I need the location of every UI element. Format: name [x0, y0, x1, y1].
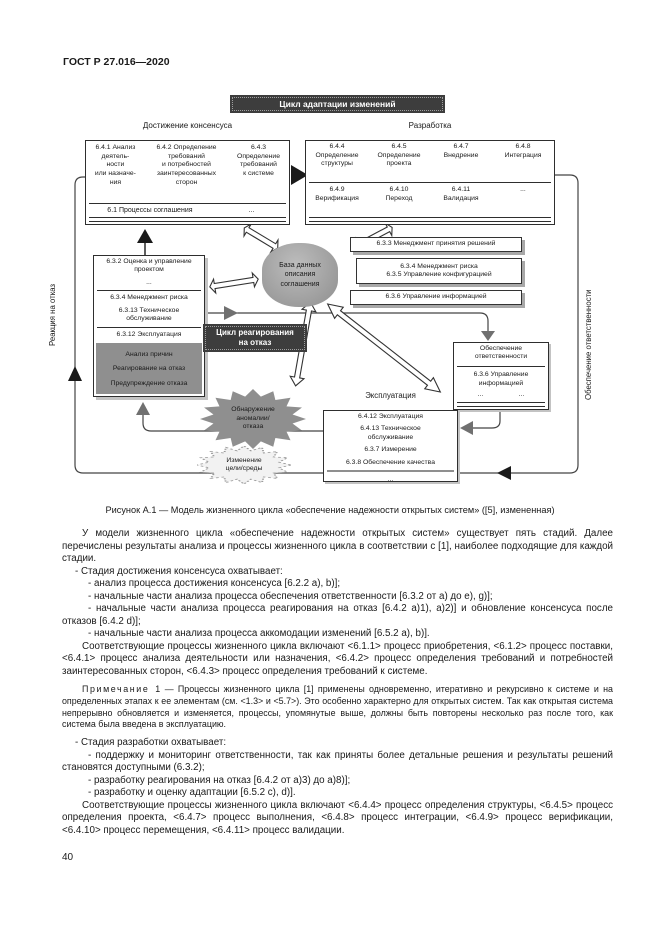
list-item: - разработку реагирования на отказ [6.4.…: [88, 774, 351, 786]
ellipsis: ...: [518, 391, 525, 399]
failure-reaction-axis-label: Реакция на отказ: [48, 283, 57, 347]
divider: [327, 470, 454, 473]
up-arrow-icon: [136, 402, 150, 415]
burst-label: Обнаружение аномалии/ отказа: [231, 406, 275, 431]
operation-stage-label: Эксплуатация: [365, 391, 416, 400]
agreement-database-blob: База данных описания соглашения: [262, 243, 338, 307]
list-item: - начальные части анализа процесса акком…: [88, 628, 430, 639]
figure-caption: Рисунок А.1 — Модель жизненного цикла «о…: [105, 505, 555, 515]
mgmt-box-risk-config: 6.3.4 Менеджмент риска 6.3.5 Управление …: [356, 258, 522, 284]
change-burst: Изменение цели/среды: [197, 446, 291, 484]
accountability-axis-label: Обеспечение ответственности: [584, 289, 593, 401]
process-cell: 6.3.13 Техническое обслуживание: [118, 306, 180, 323]
operation-box: 6.4.12 Эксплуатация 6.4.13 Техническое о…: [323, 410, 458, 483]
right-arrow-icon: [291, 165, 308, 185]
process-cell: 6.3.4 Менеджмент риска: [110, 294, 188, 302]
ellipsis: ...: [146, 278, 152, 286]
note-label: Примечание 1: [82, 684, 162, 694]
lifecycle-diagram: Цикл адаптации изменений Достижение конс…: [40, 90, 625, 495]
starburst-icon: [200, 389, 306, 449]
consensus-box: 6.4.1 Анализ деятель- ности или назначе-…: [85, 140, 290, 225]
failure-detection-burst: Обнаружение аномалии/ отказа: [200, 389, 306, 449]
process-cell: 6.4.1 Анализ деятель- ности или назначе-…: [94, 144, 136, 186]
process-cell: 6.4.5 Определение проекта: [377, 143, 421, 168]
development-box: 6.4.4 Определение структуры 6.4.5 Опреде…: [305, 140, 555, 225]
note-paragraph: Примечание 1— Процессы жизненного цикла …: [62, 684, 613, 731]
ellipsis: ...: [477, 391, 484, 399]
process-cell: 6.3.2 Оценка и управление проектом: [106, 258, 192, 274]
paragraph: Соответствующие процессы жизненного цикл…: [62, 799, 613, 836]
divider: [309, 217, 551, 222]
divider: [97, 326, 201, 328]
note-text: — Процессы жизненного цикла [1] применен…: [62, 684, 613, 730]
development-row-2: 6.4.9 Верификация 6.4.10 Переход 6.4.11 …: [306, 184, 554, 216]
list-item: - начальные части анализа процесса обесп…: [88, 590, 493, 602]
process-cell: 6.4.13 Техническое обслуживание: [360, 425, 421, 441]
failure-cycle-line: [205, 312, 489, 331]
process-cell: 6.4.7 Внедрение: [443, 143, 479, 159]
action-item: Анализ причин: [125, 350, 173, 358]
consensus-stage-label: Достижение консенсуса: [142, 121, 233, 130]
ellipsis-row: ... ...: [454, 391, 548, 399]
right-arrow-icon: [224, 306, 238, 320]
divider: [97, 290, 201, 292]
doc-code: ГОСТ Р 27.016—2020: [63, 56, 170, 68]
burst-label: Изменение цели/среды: [225, 456, 263, 472]
process-cell: 6.4.2 Определение требований и потребнос…: [156, 144, 217, 186]
process-cell: 6.4.10 Переход: [385, 186, 413, 202]
mgmt-box-decision: 6.3.3 Менеджмент принятия решений: [350, 237, 522, 252]
process-cell: 6.4.4 Определение структуры: [315, 143, 359, 168]
divider: [457, 366, 545, 368]
ellipsis: ...: [387, 476, 394, 484]
process-cell: 6.4.3 Определение требований к системе: [237, 144, 281, 178]
divider: [89, 217, 286, 222]
mgmt-box-information: 6.3.6 Управление информацией: [350, 290, 522, 305]
process-cell: 6.3.12 Эксплуатация: [116, 330, 182, 338]
process-cell: 6.4.8 Интеграция: [504, 143, 542, 159]
list-item: - Стадия достижения консенсуса охватывае…: [75, 565, 283, 577]
adaptation-cycle-banner: Цикл адаптации изменений: [230, 95, 445, 113]
box-title: Обеспечение ответственности: [474, 345, 528, 361]
body-text: У модели жизненного цикла «обеспечение н…: [62, 528, 613, 837]
list-item: - анализ процесса достижения консенсуса …: [88, 578, 341, 589]
divider: [309, 182, 551, 183]
process-cell: 6.3.6 Управление информацией: [473, 371, 529, 387]
failure-actions-subbox: Анализ причин Реагирование на отказ Пред…: [96, 343, 202, 394]
left-arrow-icon: [460, 421, 473, 435]
process-cell: 6.4.11 Валидация: [443, 186, 479, 202]
operation-to-stack-line: [142, 415, 323, 432]
up-arrow-icon: [68, 366, 82, 381]
consensus-footer: 6.1 Процессы соглашения ...: [86, 205, 289, 216]
page-number: 40: [62, 852, 74, 863]
development-stage-label: Разработка: [408, 121, 452, 130]
accountability-to-operation-line: [473, 410, 501, 429]
process-cell: 6.1 Процессы соглашения: [107, 207, 193, 214]
process-cell: 6.3.8 Обеспечение качества: [346, 458, 435, 466]
ellipsis: ...: [248, 207, 255, 214]
down-arrow-icon: [481, 331, 495, 341]
failure-cycle-banner: Цикл реагирования на отказ: [203, 324, 307, 352]
consensus-cells: 6.4.1 Анализ деятель- ности или назначе-…: [86, 141, 289, 202]
accountability-box: Обеспечение ответственности 6.3.6 Управл…: [453, 342, 549, 410]
action-item: Предупреждение отказа: [110, 379, 188, 387]
double-arrow-icon: [208, 271, 260, 295]
failure-reaction-stack: 6.3.2 Оценка и управление проектом ... 6…: [93, 255, 205, 397]
up-arrow-icon: [137, 229, 153, 243]
divider: [89, 203, 286, 204]
ellipsis: ...: [520, 186, 526, 193]
list-item: - разработку и оценку адаптации [6.5.2 c…: [88, 787, 296, 799]
process-cell: 6.3.7 Измерение: [364, 446, 417, 454]
list-item: - Стадия разработки охватывает:: [75, 737, 227, 749]
left-arrow-icon: [497, 466, 511, 480]
list-item: - поддержку и мониторинг ответственности…: [62, 749, 613, 774]
starburst-icon: [197, 446, 291, 484]
action-item: Реагирование на отказ: [112, 365, 186, 373]
paragraph: Соответствующие процессы жизненного цикл…: [62, 640, 613, 677]
paragraph: У модели жизненного цикла «обеспечение н…: [62, 528, 613, 564]
process-cell: 6.4.12 Эксплуатация: [358, 413, 423, 420]
development-row-1: 6.4.4 Определение структуры 6.4.5 Опреде…: [306, 141, 554, 181]
list-item: - начальные части анализа процесса реаги…: [62, 603, 613, 627]
divider: [457, 401, 545, 407]
process-cell: 6.4.9 Верификация: [315, 186, 359, 202]
